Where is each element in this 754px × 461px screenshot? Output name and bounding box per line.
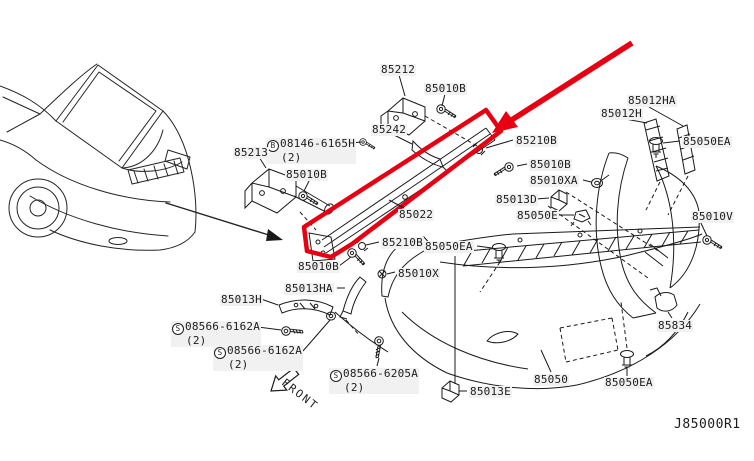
front-arrow-icon	[270, 367, 300, 392]
part-label-85013H: 85013H	[220, 293, 263, 306]
part-label-85834: 85834	[657, 319, 694, 332]
bolt-85010V-icon	[702, 235, 723, 250]
circled-s-icon: S	[214, 347, 226, 359]
car-rear-illustration	[0, 63, 283, 251]
circled-s-icon: S	[172, 323, 184, 335]
bracket-85013HA	[334, 276, 389, 353]
side-spacer-85012H	[643, 118, 670, 211]
bolt-08146-icon	[359, 138, 376, 150]
part-label-85242: 85242	[371, 123, 408, 136]
part-label-85010XA: 85010XA	[529, 174, 579, 187]
diagram-reference-code: J85000R1	[674, 417, 741, 432]
circled-b-icon: B	[267, 140, 279, 152]
bumper-cover-85050	[381, 226, 703, 390]
part-label-85022: 85022	[398, 208, 435, 221]
leader-lines	[257, 74, 708, 392]
part-label-85012HA: 85012HA	[627, 94, 677, 107]
clip-85050E-icon	[570, 209, 592, 227]
part-label-85010B-4: 85010B	[297, 260, 340, 273]
clip-85013E-icon	[441, 380, 460, 403]
clip-85013D-icon	[550, 189, 568, 212]
part-label-85010V: 85010V	[691, 210, 734, 223]
part-label-85013HA: 85013HA	[284, 282, 334, 295]
part-label-85013E: 85013E	[469, 385, 512, 398]
part-label-85010B-1: 85010B	[424, 82, 467, 95]
part-label-85010B-2: 85010B	[285, 168, 328, 181]
part-label-85050: 85050	[533, 373, 570, 386]
part-85834	[649, 287, 678, 312]
part-label-85212: 85212	[380, 63, 417, 76]
red-arrow	[492, 40, 634, 133]
bracket-85013H	[278, 299, 334, 316]
part-label-85013D: 85013D	[495, 193, 538, 206]
part-label-85010X: 85010X	[397, 267, 440, 280]
grommet-nut-icon	[326, 311, 336, 321]
part-label-85210B-1: 85210B	[515, 134, 558, 147]
stay-bracket-85212	[380, 97, 478, 147]
part-label-85050EA-1: 85050EA	[682, 135, 732, 148]
part-label-85012H: 85012H	[600, 107, 643, 120]
part-label-85010B-3: 85010B	[529, 158, 572, 171]
circled-s-icon: S	[330, 370, 342, 382]
part-label-85050EA-2: 85050EA	[424, 240, 474, 253]
part-label-85050E: 85050E	[516, 209, 559, 222]
grommet-85010XA-icon	[591, 174, 610, 188]
part-label-85213: 85213	[233, 146, 270, 159]
part-label-85210B-2: 85210B	[381, 236, 424, 249]
red-highlight-outline	[301, 107, 504, 260]
part-label-85050EA-3: 85050EA	[604, 376, 654, 389]
